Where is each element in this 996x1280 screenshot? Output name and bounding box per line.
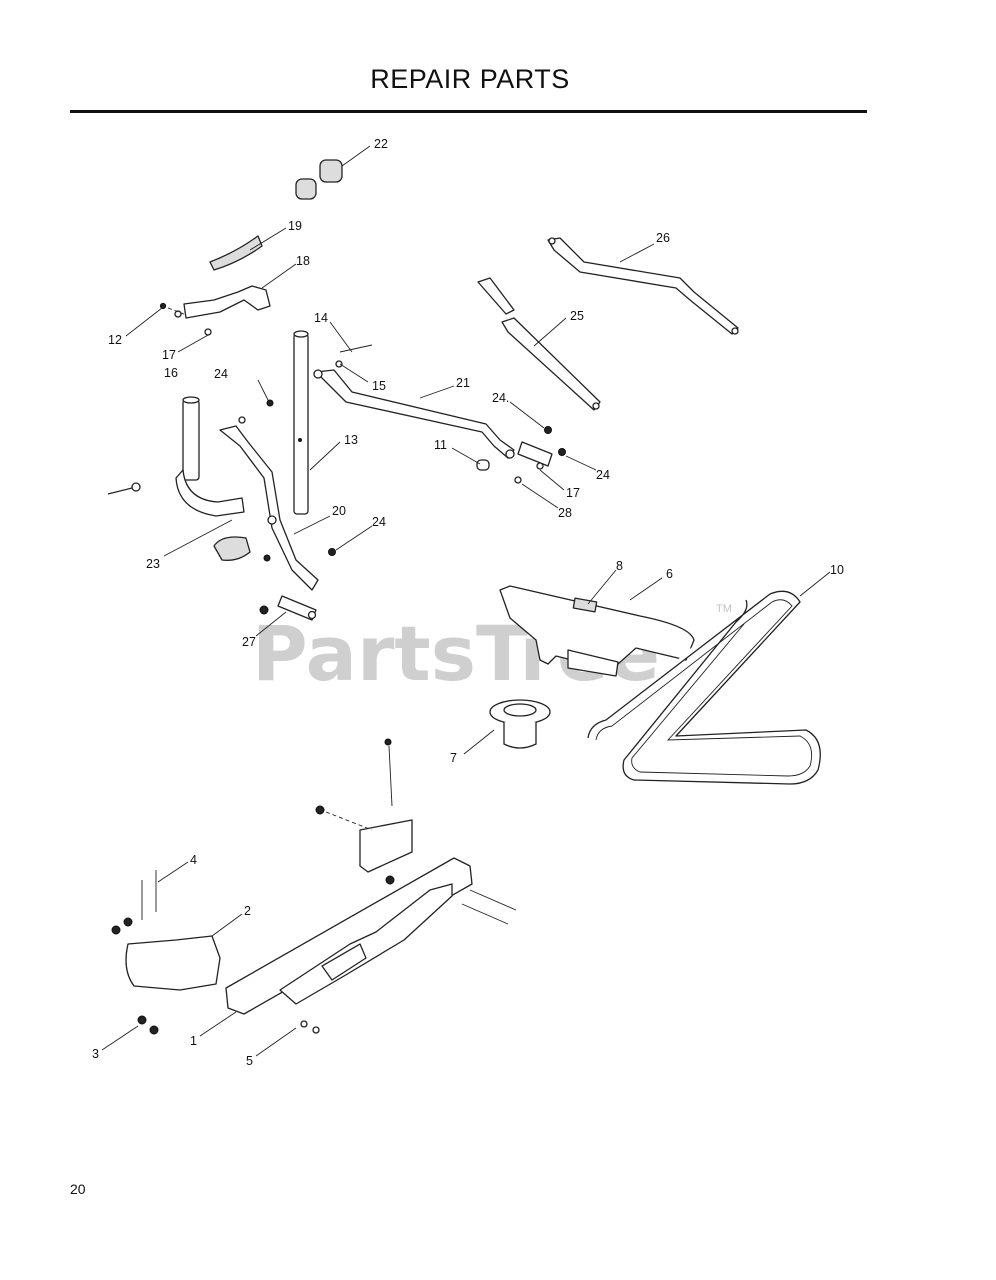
callout-8: 8 — [616, 559, 623, 573]
part-2-hitch — [111, 870, 221, 991]
part-25-link — [477, 277, 601, 411]
part-1-frame — [225, 738, 517, 1034]
callout-20: 20 — [332, 504, 346, 518]
callout-2: 2 — [244, 904, 251, 918]
part-6-belt-cover — [499, 585, 695, 677]
callout-18: 18 — [296, 254, 310, 268]
part-13-handle-tube — [293, 330, 309, 515]
part-27-plate — [259, 595, 317, 621]
page-title: REPAIR PARTS — [370, 64, 570, 94]
callout-13: 13 — [344, 433, 358, 447]
callout-24-lower: 24 — [372, 515, 386, 529]
part-11-pin — [476, 459, 490, 471]
callout-22: 22 — [374, 137, 388, 151]
part-7-pulley — [489, 699, 551, 749]
callout-6: 6 — [666, 567, 673, 581]
callout-1: 1 — [190, 1034, 197, 1048]
callout-28: 28 — [558, 506, 572, 520]
callout-19: 19 — [288, 219, 302, 233]
callout-24-right: 24 — [596, 468, 610, 482]
callout-3: 3 — [92, 1047, 99, 1061]
callout-24: 24 — [214, 367, 228, 381]
part-21-link-rod — [313, 344, 515, 459]
callout-5: 5 — [246, 1054, 253, 1068]
callout-17: 17 — [162, 348, 176, 362]
part-22-bushings — [295, 159, 343, 200]
callout-15: 15 — [372, 379, 386, 393]
part-3-nuts — [137, 1015, 159, 1035]
part-10-belt — [587, 590, 821, 785]
title-rule — [70, 110, 867, 113]
callout-12: 12 — [108, 333, 122, 347]
part-18-bracket — [159, 285, 271, 336]
callout-21: 21 — [456, 376, 470, 390]
callout-26: 26 — [656, 231, 670, 245]
callout-10: 10 — [830, 563, 844, 577]
watermark-trademark: TM — [716, 603, 732, 615]
callout-17-right: 17 — [566, 486, 580, 500]
callout-11: 11 — [434, 438, 447, 452]
callout-25: 25 — [570, 309, 584, 323]
callout-27: 27 — [242, 635, 256, 649]
part-23-tube-elbow — [107, 396, 251, 561]
callout-4: 4 — [190, 853, 197, 867]
page-number: 20 — [70, 1181, 86, 1197]
part-20-lever — [219, 399, 336, 591]
part-19-grip — [209, 235, 263, 271]
callout-16: 16 — [164, 366, 178, 380]
callout-7: 7 — [450, 751, 457, 765]
part-24-nuts-right — [514, 426, 566, 484]
callouts: 22 19 18 12 17 16 14 24 15 21 13 11 24. … — [92, 137, 844, 1068]
callout-24-dot: 24. — [492, 391, 509, 405]
callout-23: 23 — [146, 557, 160, 571]
leader-lines — [101, 145, 831, 1057]
callout-14: 14 — [314, 311, 328, 325]
part-26-link — [547, 237, 739, 335]
